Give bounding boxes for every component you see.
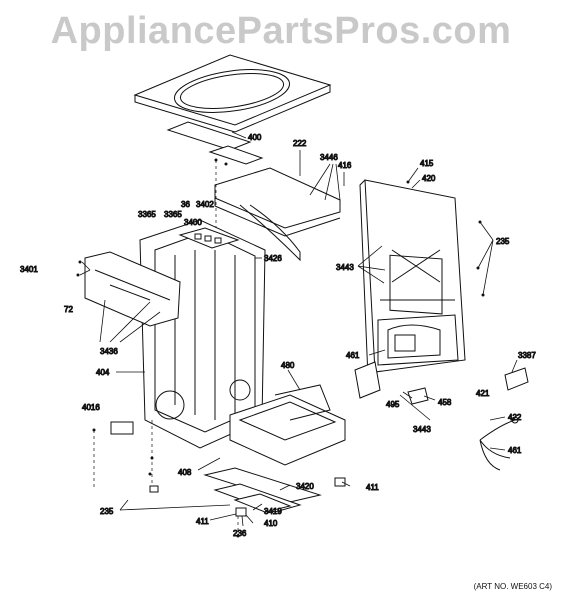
left-side-panel — [84, 251, 181, 327]
terminal-block — [504, 367, 529, 391]
label-222: 222 — [293, 139, 307, 148]
label-400: 400 — [248, 133, 262, 142]
part-labels: 400 222 3446 416 415 420 36 3402 3365 33… — [20, 133, 537, 539]
bracket-458 — [407, 387, 429, 405]
label-3436: 3436 — [100, 347, 118, 356]
label-236: 236 — [233, 529, 247, 538]
label-3419: 3419 — [264, 507, 282, 516]
label-3402: 3402 — [196, 200, 214, 209]
bottom-strips — [203, 467, 322, 513]
bracket-495 — [354, 361, 381, 399]
label-410: 410 — [264, 519, 278, 528]
label-3387: 3387 — [518, 351, 536, 360]
label-422: 422 — [508, 413, 522, 422]
label-235-bottom: 235 — [100, 507, 114, 516]
label-461-bottom: 461 — [508, 446, 522, 455]
label-416: 416 — [338, 161, 352, 170]
label-420: 420 — [422, 174, 436, 183]
dashed-guides — [93, 160, 239, 536]
label-3401: 3401 — [20, 265, 38, 274]
label-36: 36 — [181, 200, 190, 209]
foot-part — [110, 421, 134, 435]
label-3400: 3400 — [184, 218, 202, 227]
label-4016: 4016 — [82, 403, 100, 412]
watermark-text: AppliancePartsPros.com — [50, 10, 512, 52]
label-458: 458 — [438, 398, 452, 407]
top-cover — [133, 54, 332, 133]
art-number: (ART NO. WE603 C4) — [473, 582, 552, 591]
base-tray — [229, 384, 346, 466]
label-3365-right: 3365 — [164, 210, 182, 219]
gasket-strip — [166, 121, 264, 165]
control-board — [178, 227, 240, 249]
label-495: 495 — [386, 400, 400, 409]
label-480: 480 — [281, 361, 295, 370]
label-411-bottom: 411 — [196, 517, 209, 526]
label-3420: 3420 — [296, 482, 314, 491]
label-72: 72 — [64, 305, 73, 314]
label-235-top: 235 — [496, 237, 510, 246]
label-3443-bottom: 3443 — [413, 425, 431, 434]
label-415: 415 — [420, 159, 434, 168]
label-404: 404 — [96, 368, 110, 377]
label-3446: 3446 — [320, 153, 338, 162]
label-411-right: 411 — [366, 483, 379, 492]
leveling-leg — [149, 477, 346, 517]
label-461-top: 461 — [346, 351, 360, 360]
wire-harness — [479, 416, 519, 471]
leader-lines — [79, 131, 518, 527]
label-408: 408 — [178, 468, 192, 477]
label-3443-top: 3443 — [336, 263, 354, 272]
label-421: 421 — [476, 389, 490, 398]
label-3426: 3426 — [264, 254, 282, 263]
top-bracket — [214, 167, 341, 262]
rear-panel — [359, 179, 466, 380]
label-3365-left: 3365 — [138, 210, 156, 219]
